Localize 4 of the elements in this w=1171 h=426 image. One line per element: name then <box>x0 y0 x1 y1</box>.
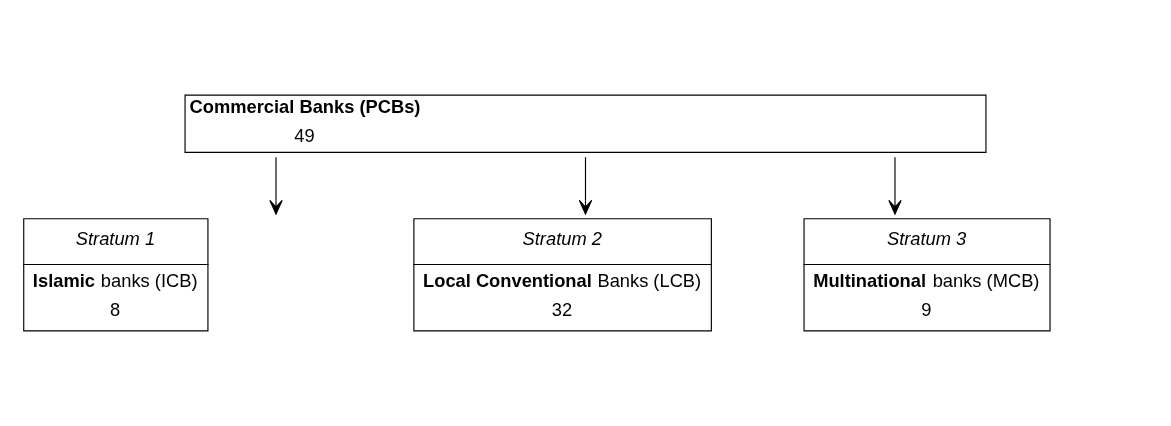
arrow <box>269 156 283 215</box>
arrow <box>578 156 593 215</box>
arrow <box>888 156 902 215</box>
node-box: Commercial Banks (PCBs) 49 <box>184 94 987 153</box>
